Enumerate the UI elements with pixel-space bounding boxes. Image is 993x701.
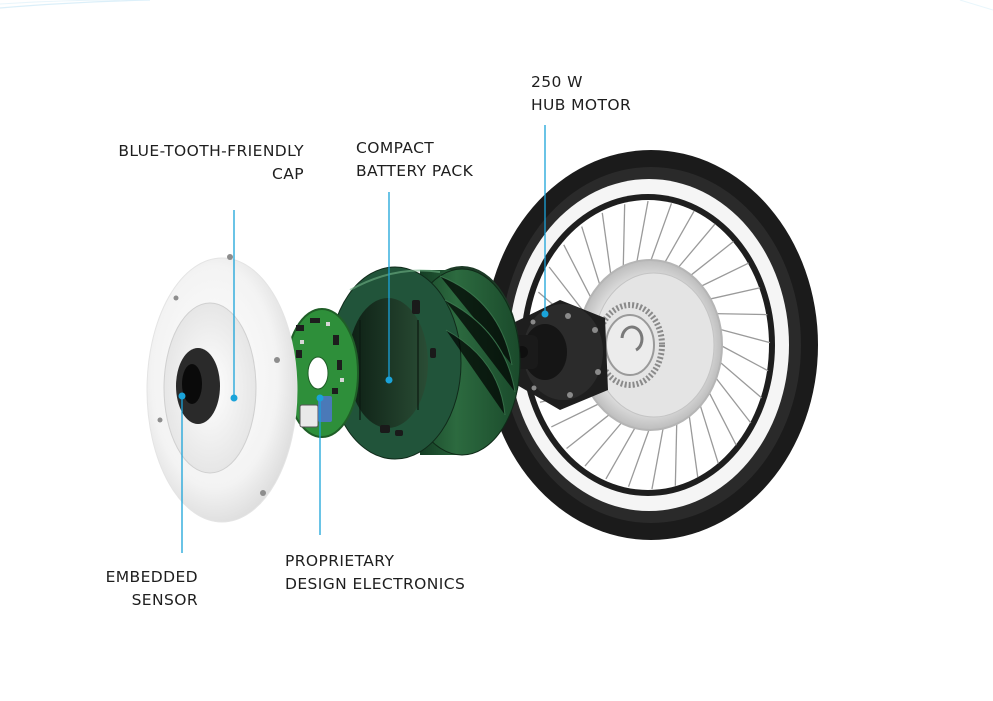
wheel-spoke (699, 262, 749, 288)
label-electronics: PROPRIETARY DESIGN ELECTRONICS (285, 550, 465, 596)
label-hub-motor-line1: 250 W (531, 73, 583, 91)
label-sensor-line2: SENSOR (131, 591, 198, 609)
label-sensor: EMBEDDED SENSOR (106, 566, 198, 612)
wheel-spoke (581, 226, 602, 288)
wheel-spoke (627, 426, 651, 487)
wheel-spoke (566, 412, 612, 449)
wheel-spoke (601, 212, 612, 277)
label-electronics-line2: DESIGN ELECTRONICS (285, 575, 466, 593)
wheel-spoke (714, 375, 752, 424)
wheel-spoke (714, 312, 768, 316)
wheel-spoke (718, 360, 763, 399)
corner-decoration (0, 0, 993, 11)
label-battery-line1: COMPACT (356, 139, 435, 157)
wheel-spoke (548, 266, 586, 315)
circuit-board (285, 308, 359, 438)
label-hub-motor-line2: HUB MOTOR (531, 96, 632, 114)
wheel-spoke (651, 425, 665, 490)
label-battery-line2: BATTERY PACK (356, 162, 474, 180)
label-sensor-line1: EMBEDDED (105, 568, 198, 586)
wheel-spoke (551, 402, 601, 428)
label-cap: BLUE-TOOTH-FRIENDLY CAP (118, 140, 304, 186)
wheel-spoke (688, 241, 734, 278)
wheel-spoke (718, 328, 771, 344)
label-cap-line1: BLUE-TOOTH-FRIENDLY (118, 142, 304, 160)
wheel-spoke (719, 344, 769, 372)
label-battery: COMPACT BATTERY PACK (356, 137, 473, 183)
label-hub-motor: 250 W HUB MOTOR (531, 71, 631, 117)
wheel-spoke (676, 223, 716, 270)
cap (146, 254, 298, 523)
label-electronics-line1: PROPRIETARY (285, 552, 395, 570)
wheel-spoke (563, 244, 593, 300)
wheel-spoke (635, 200, 649, 265)
wheel-spoke (584, 420, 624, 467)
wheel-spoke (688, 413, 699, 478)
battery-pack (328, 266, 521, 460)
label-cap-line2: CAP (272, 165, 304, 183)
wheel-spoke (649, 203, 673, 264)
wheel-spoke (708, 287, 761, 301)
wheel-spoke (622, 204, 626, 270)
leader-lines (178, 125, 549, 553)
wheel-spoke (674, 420, 678, 486)
wheel-spoke (707, 390, 737, 446)
wheel (484, 150, 818, 540)
wheel-spoke (605, 425, 637, 480)
wheel-spoke (698, 402, 719, 464)
wheel-spoke (663, 210, 695, 265)
